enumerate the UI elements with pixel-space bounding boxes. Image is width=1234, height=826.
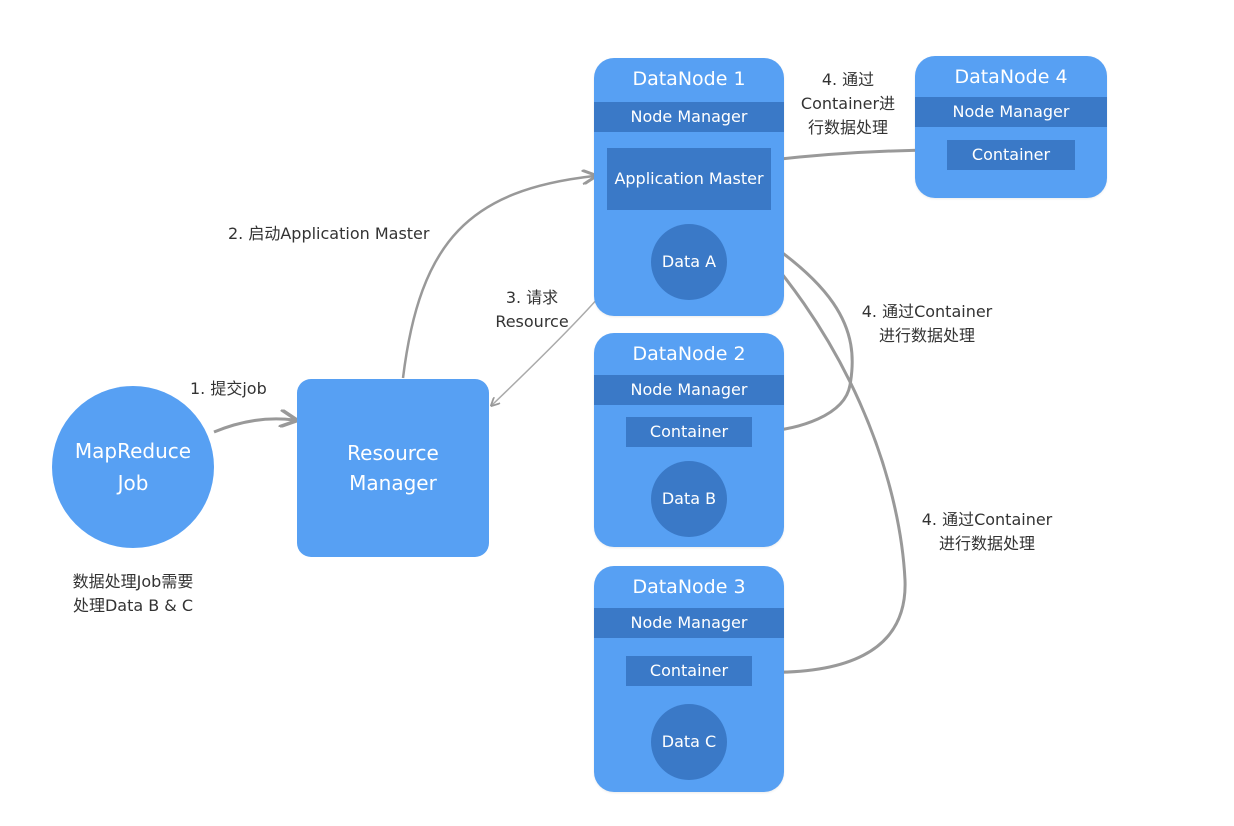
resource-manager-node: Resource Manager: [297, 379, 489, 557]
datanode-3-data: Data C: [651, 704, 727, 780]
datanode-4-node-manager: Node Manager: [915, 97, 1107, 127]
step-submit-label: 1. 提交job: [190, 379, 267, 398]
step-process-node4-label: 4. 通过 Container进 行数据处理: [800, 70, 896, 137]
job-note: 数据处理Job需要 处理Data B & C: [72, 572, 194, 615]
step-process-node2-label: 4. 通过Container 进行数据处理: [861, 302, 993, 345]
rm-label-line1: Resource: [347, 441, 439, 465]
datanode-4-container: Container: [947, 140, 1075, 170]
datanode-4: DataNode 4 Node Manager Container: [915, 56, 1107, 198]
arrow-launch-app-master: [401, 176, 594, 379]
job-label-line1: MapReduce: [74, 439, 192, 463]
datanode-3: DataNode 3 Node Manager Container Data C: [594, 566, 784, 792]
datanode-3-node-manager: Node Manager: [594, 608, 784, 638]
datanode-3-container: Container: [626, 656, 752, 686]
datanode-1-application-master: Application Master: [607, 148, 771, 210]
datanode-2-container: Container: [626, 417, 752, 447]
datanode-4-title: DataNode 4: [954, 66, 1068, 88]
arrow-submit-job: [213, 419, 294, 434]
datanode-2-title: DataNode 2: [632, 343, 746, 365]
datanode-1-data: Data A: [651, 224, 727, 300]
rm-label-line2: Manager: [349, 471, 437, 495]
datanode-3-title: DataNode 3: [632, 576, 746, 598]
datanode-1-node-manager: Node Manager: [594, 102, 784, 132]
arrow-to-datanode3-container: [720, 206, 907, 672]
arrow-to-datanode2-container: [715, 208, 854, 432]
step-launch-label: 2. 启动Application Master: [228, 224, 430, 243]
datanode-2: DataNode 2 Node Manager Container Data B: [594, 333, 784, 547]
step-request-label: 3. 请求 Resource: [495, 288, 569, 331]
datanode-1-title: DataNode 1: [632, 68, 746, 90]
job-label-line2: Job: [117, 471, 149, 495]
datanode-1: DataNode 1 Node Manager Application Mast…: [594, 58, 784, 316]
mapreduce-job-node: MapReduce Job: [52, 386, 214, 548]
datanode-2-node-manager: Node Manager: [594, 375, 784, 405]
datanode-2-data: Data B: [651, 461, 727, 537]
step-process-node3-label: 4. 通过Container 进行数据处理: [921, 510, 1053, 553]
